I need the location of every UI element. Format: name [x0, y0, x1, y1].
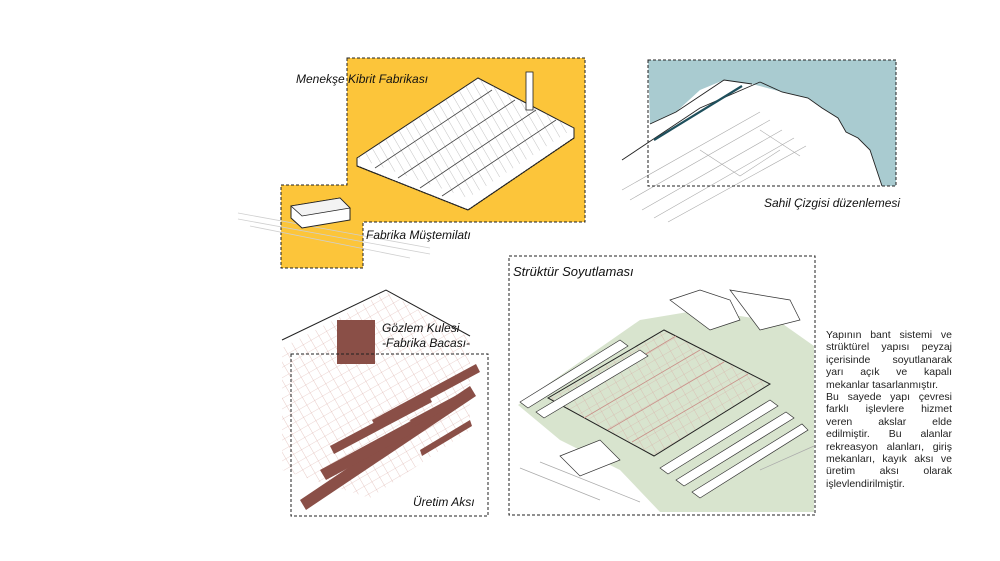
- production-axis-label: Üretim Aksı: [413, 495, 475, 509]
- sea-area: [648, 60, 896, 186]
- structure-houses: [519, 289, 809, 499]
- coast-buildings: [621, 111, 807, 223]
- factory-label: Menekşe Kibrit Fabrikası: [296, 72, 429, 86]
- production-roof-grid: [281, 289, 471, 498]
- observation-tower: [337, 320, 375, 364]
- factory-panel: [237, 57, 586, 269]
- coast-panel: [621, 59, 897, 223]
- structure-panel: [508, 255, 816, 516]
- structure-roads: [519, 445, 815, 503]
- coast-linework: [621, 79, 883, 187]
- production-axis-strips: [300, 320, 480, 510]
- coast-frame: [647, 59, 897, 187]
- annex-building: [290, 197, 351, 229]
- structure-label: Strüktür Soyutlaması: [513, 264, 634, 279]
- road-lines: [237, 212, 431, 259]
- production-panel: [281, 289, 489, 517]
- annex-label: Fabrika Müştemilatı: [366, 228, 471, 242]
- description-text: Yapının bant sistemi ve strüktürel yapıs…: [826, 329, 952, 490]
- factory-chimney-label: -Fabrika Bacası-: [382, 336, 471, 350]
- production-frame: [290, 353, 489, 517]
- observation-tower-label: Gözlem Kulesi: [382, 321, 460, 335]
- description-paragraph-1: Yapının bant sistemi ve strüktürel yapıs…: [826, 329, 952, 391]
- factory-building: [356, 71, 575, 211]
- description-paragraph-2: Bu sayede yapı çevresi farklı işlevlere …: [826, 391, 952, 490]
- coast-label: Sahil Çizgisi düzenlemesi: [764, 196, 901, 210]
- structure-frame: [508, 255, 816, 516]
